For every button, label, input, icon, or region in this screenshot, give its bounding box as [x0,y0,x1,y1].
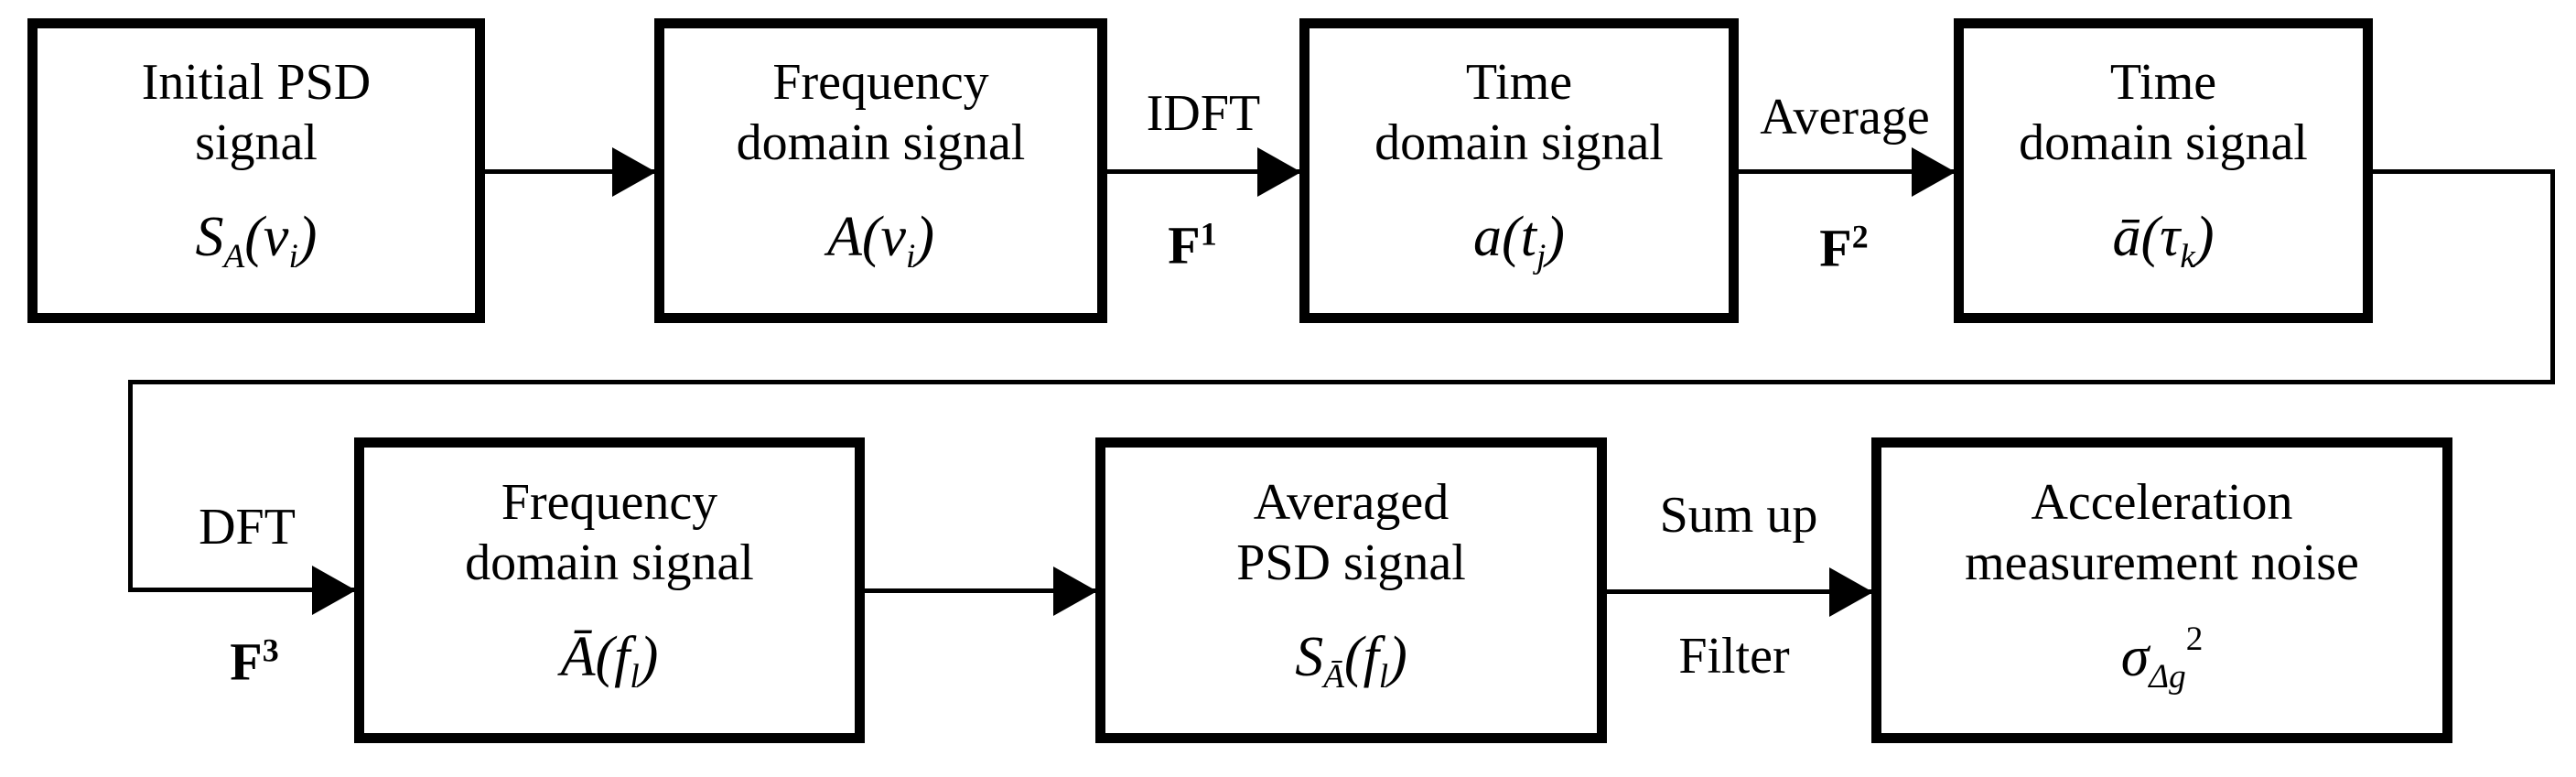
formula-close-paren: ) [1388,625,1407,688]
formula-arg: f [614,625,631,688]
formula-main: A [826,205,862,268]
box-formula: SA(νi) [196,188,318,289]
arrowhead-icon [1053,566,1097,616]
formula-main: Ā [560,625,596,688]
box-text-line: domain signal [1374,114,1664,172]
label-f3: F3 [230,631,278,692]
box-formula: a(tj) [1473,188,1565,289]
label-idft: IDFT [1146,85,1261,142]
label-filter: Filter [1678,628,1790,685]
formula-arg-sub: k [2180,237,2195,275]
formula-arg: f [1363,625,1379,688]
formula-open-paren: ( [1343,625,1363,688]
connector-left-vertical [128,380,133,592]
formula-close-paren: ) [639,625,659,688]
arrow-initial-to-frequency [485,146,656,197]
f-symbol: F [1819,218,1852,278]
formula-arg-sub: i [288,237,298,275]
box-time-domain-signal-1: Time domain signal a(tj) [1299,18,1739,323]
box-text-line: domain signal [736,114,1026,172]
arrowhead-icon [312,565,356,615]
connector-right-vertical [2550,169,2555,384]
box-acceleration-measurement-noise: Acceleration measurement noise σΔg2 [1871,437,2452,743]
formula-sub: Ā [1323,657,1344,696]
f-symbol: F [1168,215,1201,275]
formula-arg: τ [2160,205,2181,268]
formula-main: S [1295,625,1324,688]
formula-sub: A [223,237,245,275]
formula-main: a [1473,205,1503,268]
box-text-line: Acceleration [2031,473,2293,531]
formula-arg-sub: l [630,657,640,696]
box-text-line: domain signal [2019,114,2308,172]
formula-arg-sub: j [1536,237,1547,275]
arrowhead-icon [1257,146,1301,197]
arrow-sum-up-filter [1607,567,1873,617]
formula-close-paren: ) [297,205,318,268]
box-text-line: Time [1465,54,1573,112]
formula-main: σ [2120,625,2150,688]
box-text-line: Frequency [772,54,989,112]
f-exponent: 3 [262,631,279,669]
formula-open-paren: ( [595,625,615,688]
box-formula: Ā(fl) [561,608,659,709]
box-time-domain-signal-2: Time domain signal ā(τk) [1954,18,2373,323]
arrow-average [1739,146,1956,197]
box-text-line: Averaged [1253,473,1450,531]
arrowhead-icon [1912,146,1956,197]
label-average: Average [1760,89,1930,146]
box-text-line: Frequency [501,473,718,531]
box-formula: σΔg2 [2121,608,2204,709]
formula-main: S [195,205,224,268]
connector-right-horizontal [2373,169,2555,174]
label-sum-up: Sum up [1659,487,1818,544]
f-exponent: 2 [1851,218,1869,255]
box-formula: A(νi) [827,188,934,289]
formula-open-paren: ( [861,205,881,268]
box-initial-psd-signal: Initial PSD signal SA(νi) [27,18,485,323]
label-f1: F1 [1168,214,1216,275]
formula-close-paren: ) [1546,205,1565,268]
box-text-line: Initial PSD [141,54,372,112]
formula-open-paren: ( [2140,205,2161,268]
formula-sup: 2 [2185,620,2204,658]
formula-arg: ν [263,205,289,268]
formula-sub: Δg [2149,657,2186,696]
box-frequency-domain-signal-2: Frequency domain signal Ā(fl) [354,437,865,743]
arrowhead-icon [612,146,656,197]
connector-bottom-horizontal [128,380,2555,384]
label-f2: F2 [1819,217,1868,278]
formula-close-paren: ) [915,205,935,268]
formula-arg: ν [880,205,907,268]
formula-open-paren: ( [1502,205,1521,268]
f-symbol: F [230,631,263,692]
box-averaged-psd-signal: Averaged PSD signal SĀ(fl) [1095,437,1607,743]
formula-arg: t [1520,205,1536,268]
arrow-dft [128,565,356,615]
box-text-line: measurement noise [1965,534,2359,591]
formula-arg-sub: i [906,237,916,275]
formula-open-paren: ( [244,205,264,268]
arrowhead-icon [1829,567,1873,617]
box-text-line: PSD signal [1236,534,1466,591]
box-frequency-domain-signal-1: Frequency domain signal A(νi) [654,18,1107,323]
f-exponent: 1 [1200,215,1217,253]
box-formula: ā(τk) [2112,188,2214,289]
box-formula: SĀ(fl) [1295,608,1407,709]
box-text-line: Time [2109,54,2217,112]
arrow-idft [1107,146,1301,197]
box-text-line: signal [195,114,318,172]
label-dft: DFT [199,499,296,556]
formula-main: ā [2112,205,2141,268]
box-text-line: domain signal [465,534,754,591]
formula-arg-sub: l [1378,657,1389,696]
formula-close-paren: ) [2194,205,2215,268]
arrow-frequency2-to-averaged [865,566,1097,616]
